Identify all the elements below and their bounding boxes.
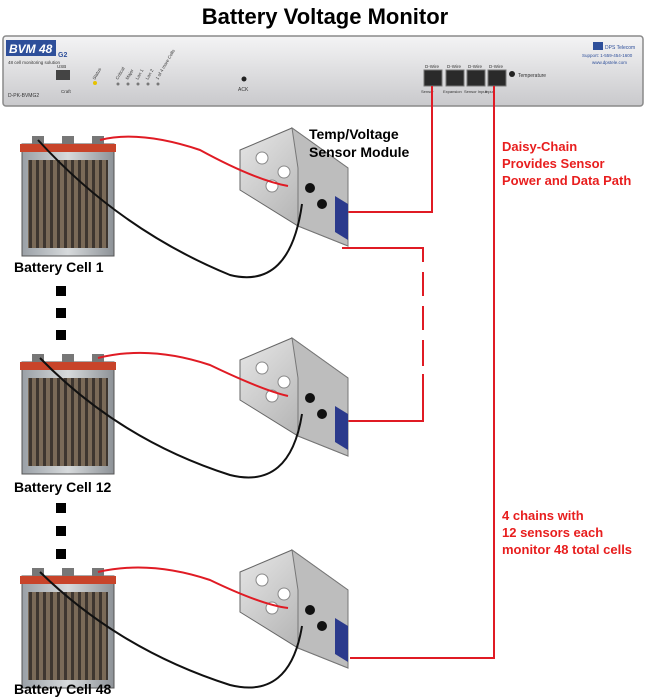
chain-wire-long xyxy=(350,86,495,659)
port-header: D-Wire xyxy=(468,64,482,69)
led-label: Major xyxy=(125,68,135,81)
cell-label-12: Battery Cell 12 xyxy=(14,479,112,495)
ack-label: ACK xyxy=(238,87,249,93)
sensor-module-label-line-2: Sensor Module xyxy=(309,144,410,160)
support-phone: Support: 1-559-454-1600 xyxy=(582,53,633,58)
sensor-module-label: Temp/Voltage Sensor Module xyxy=(309,125,409,161)
sensor-module-48 xyxy=(239,549,349,669)
chains-note: 4 chains with 12 sensors each monitor 48… xyxy=(502,507,632,558)
cell-ellipsis-2 xyxy=(56,503,66,559)
led-label: Status xyxy=(92,66,103,80)
ack-button xyxy=(241,76,247,82)
model-badge xyxy=(6,40,56,56)
daisy-chain-note-line-2: Provides Sensor xyxy=(502,156,605,171)
port-header: D-Wire xyxy=(489,64,503,69)
model-suffix: G2 xyxy=(58,52,67,59)
temperature-label: Temperature xyxy=(518,73,546,79)
chain-wire-1 xyxy=(342,247,424,262)
daisy-chain-note-line-3: Power and Data Path xyxy=(502,173,632,188)
port-header: D-Wire xyxy=(425,64,439,69)
chain-wire-top xyxy=(345,86,433,213)
model-name: BVM 48 xyxy=(9,42,53,56)
led-label: Critical xyxy=(115,66,126,80)
part-number: D-PK-BVMG2 xyxy=(8,93,39,99)
cell-48 xyxy=(19,567,117,689)
website: www.dpstele.com xyxy=(592,60,627,65)
cell-1 xyxy=(19,135,117,257)
sensor-module-label-line-1: Temp/Voltage xyxy=(309,126,399,142)
chains-note-line-2: 12 sensors each xyxy=(502,525,604,540)
port-label: Sensor Input xyxy=(464,89,488,94)
port-label: Sensor xyxy=(421,89,434,94)
port-label: Expansion xyxy=(443,89,462,94)
port-label: Input xyxy=(485,89,495,94)
cell-ellipsis-1 xyxy=(56,286,66,340)
temperature-port xyxy=(509,71,515,77)
usb-label: USB xyxy=(57,64,66,69)
craft-label: Craft xyxy=(61,89,72,94)
daisy-chain-note-line-1: Daisy-Chain xyxy=(502,139,578,154)
chains-note-line-3: monitor 48 total cells xyxy=(502,542,633,557)
chains-note-line-1: 4 chains with xyxy=(502,508,584,523)
usb-port xyxy=(56,70,70,80)
daisy-chain-note: Daisy-Chain Provides Sensor Power and Da… xyxy=(502,138,631,189)
led-label: Lan 2 xyxy=(145,68,155,81)
brand-name: DPS Telecom xyxy=(605,45,635,51)
sensor-leads xyxy=(37,135,303,689)
model-tagline: 48 cell monitoring solution xyxy=(8,60,61,65)
bvm48-unit: BVM 48 G2 48 cell monitoring solution D-… xyxy=(2,35,644,107)
diagram-title: Battery Voltage Monitor xyxy=(201,4,449,29)
cell-label-48: Battery Cell 48 xyxy=(14,681,112,697)
led-label: Lan 1 xyxy=(135,68,145,81)
chain-wire-2 xyxy=(345,374,424,422)
sensor-module-12 xyxy=(239,337,349,457)
dps-logo xyxy=(593,42,603,50)
status-led xyxy=(93,81,97,85)
cell-12 xyxy=(19,353,117,475)
port-header: D-Wire xyxy=(447,64,461,69)
cell-label-1: Battery Cell 1 xyxy=(14,259,104,275)
